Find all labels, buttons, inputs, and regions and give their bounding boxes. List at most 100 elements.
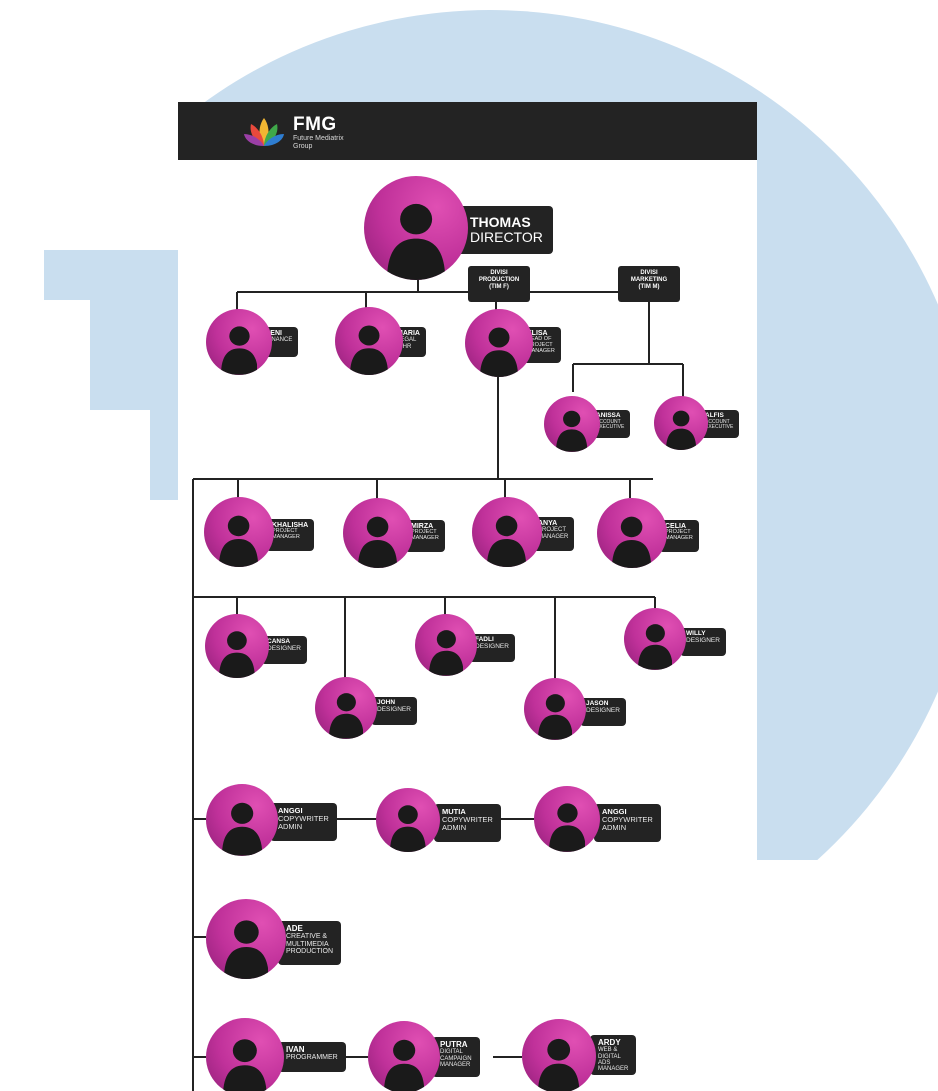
person-label: JASON DESIGNER [580,698,626,726]
person-silhouette-icon [556,410,588,452]
person-name: JOHN [377,699,396,706]
person-name: ANYA [538,520,558,527]
person-role: HEAD OF PROJECT MANAGER [527,336,555,354]
person-silhouette-icon [349,325,389,375]
person-name: KHALISHA [272,522,309,529]
person-silhouette-icon [219,631,255,678]
person-role: DIGITAL CAMPAIGN MANAGER [440,1049,472,1068]
person-photo [522,1019,596,1091]
person-silhouette-icon [479,327,519,377]
lotus-logo-icon [244,118,284,146]
person-label: KHALISHA PROJECT MANAGER [266,519,315,551]
person-silhouette-icon [612,516,652,568]
person-photo [315,677,377,739]
person-photo [206,1018,284,1091]
person-name: ELISA [527,330,548,337]
person-photo [524,678,586,740]
person-label: THOMAS DIRECTOR [456,206,553,254]
person-photo [206,309,272,375]
person-photo [624,608,686,670]
person-photo [544,396,600,452]
person-silhouette-icon [487,515,527,567]
person-role: PROJECT MANAGER [411,529,439,542]
person-name: CELIA [665,523,686,530]
person-photo [335,307,403,375]
person-role: PROJECT MANAGER [665,529,693,542]
person-silhouette-icon [219,515,259,567]
person-silhouette-icon [665,410,697,450]
person-role: ACCOUNT EXECUTIVE [596,418,625,431]
person-photo [368,1021,440,1091]
person-silhouette-icon [428,630,464,676]
person-role: DESIGNER [377,705,411,713]
person-name: JASON [586,700,609,707]
person-role: DESIGNER [267,644,301,652]
person-name: IVAN [286,1045,305,1054]
person-role: FINANCE [266,337,293,344]
person-label: WILLY DESIGNER [680,628,726,656]
person-name: ARDY [598,1038,621,1047]
person-silhouette-icon [386,203,446,280]
header-bar: FMG Future Mediatrix Group [178,102,757,160]
person-name: MIRZA [411,523,434,530]
person-role: COPYWRITER ADMIN [602,814,653,832]
person-role: ACCOUNT EXECUTIVE [705,418,734,431]
person-photo [206,784,278,856]
person-silhouette-icon [383,1040,425,1091]
person-name: ANGGI [278,806,303,815]
person-name: FADLI [475,636,494,643]
person-name: CANSA [267,638,291,645]
person-silhouette-icon [220,326,258,375]
person-name: ANGGI [602,807,627,816]
division-marketing-box: DIVISI MARKETING (TIM M) [618,266,680,302]
person-photo [204,497,274,567]
person-role: COPYWRITER ADMIN [442,814,493,832]
person-photo [654,396,708,450]
person-name: MARIA [397,330,420,337]
person-label: ADE CREATIVE & MULTIMEDIA PRODUCTION [278,921,342,965]
org-chart: FMG Future Mediatrix Group [178,102,757,1091]
person-silhouette-icon [637,624,673,670]
person-photo [376,788,440,852]
person-name: WILLY [686,630,706,637]
person-role: WEB & DIGITAL ADS MANAGER [598,1047,629,1073]
person-silhouette-icon [223,920,269,979]
person-silhouette-icon [358,516,398,568]
person-photo [597,498,667,568]
person-photo [534,786,600,852]
person-photo [415,614,477,676]
person-role: DIRECTOR [470,228,543,245]
person-label: JOHN DESIGNER [371,697,417,725]
person-silhouette-icon [548,803,586,852]
person-role: PROJECT MANAGER [272,528,300,541]
division-production-box: DIVISI PRODUCTION (TIM F) [468,266,530,302]
person-label: ANGGI COPYWRITER ADMIN [270,803,337,841]
person-role: CREATIVE & MULTIMEDIA PRODUCTION [286,933,334,956]
person-name: MUTIA [442,807,466,816]
brand-name: FMG [293,114,337,135]
person-label: IVAN PROGRAMMER [278,1042,346,1072]
person-role: DESIGNER [686,636,720,644]
person-photo [364,176,468,280]
person-name: PUTRA [440,1040,468,1049]
person-photo [205,614,269,678]
person-silhouette-icon [537,694,573,740]
person-label: MUTIA COPYWRITER ADMIN [434,804,501,842]
person-silhouette-icon [538,1038,580,1091]
person-name: ALFIS [705,412,724,419]
person-label: ARDY WEB & DIGITAL ADS MANAGER [590,1035,637,1075]
person-silhouette-icon [390,805,426,852]
person-role: DESIGNER [586,706,620,714]
brand-subtitle: Future Mediatrix Group [293,135,344,150]
person-silhouette-icon [223,1038,267,1091]
person-name: ADE [286,924,303,933]
person-photo [206,899,286,979]
person-photo [465,309,533,377]
person-silhouette-icon [221,803,263,856]
person-role: PROGRAMMER [286,1054,338,1062]
person-name: ANISSA [596,412,621,419]
person-name: LENI [266,330,282,337]
person-photo [343,498,413,568]
person-silhouette-icon [328,693,364,739]
person-photo [472,497,542,567]
